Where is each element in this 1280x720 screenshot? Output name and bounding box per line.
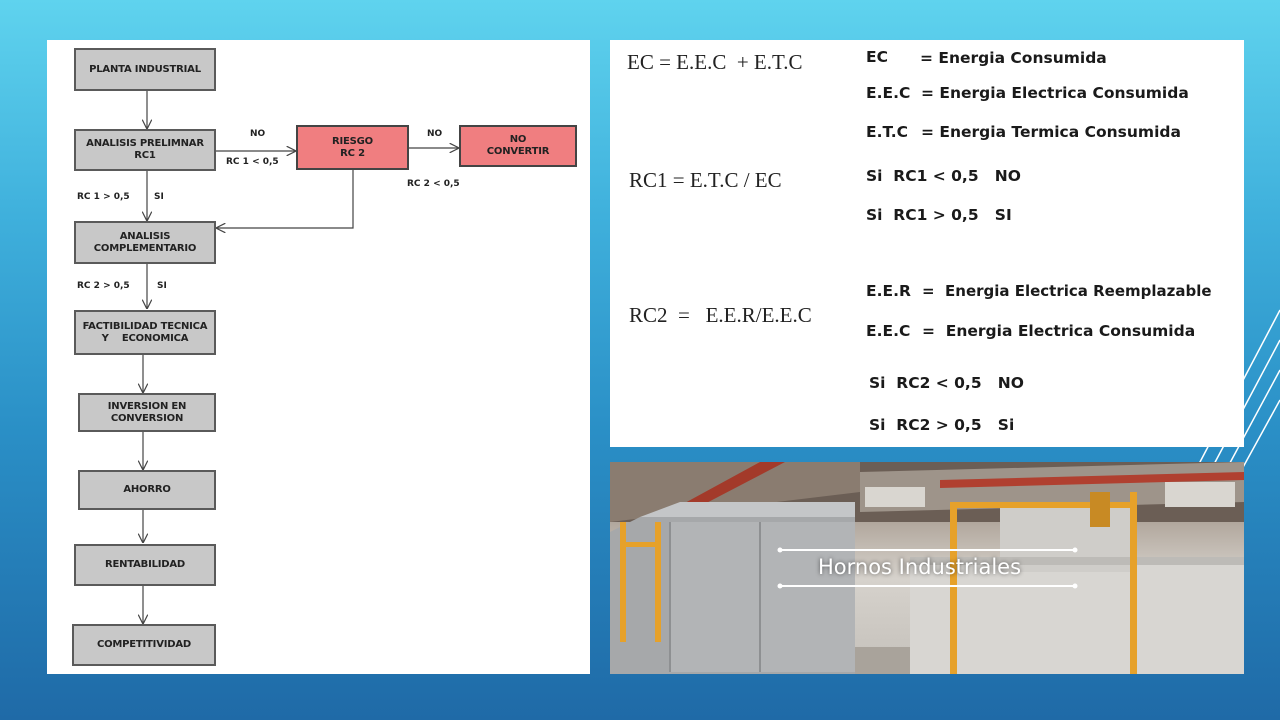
label-rc2-gt: RC 2 > 0,5	[77, 281, 130, 291]
def-rc1-gt: Si RC1 > 0,5 SI	[866, 206, 1012, 224]
def-eec2-text: = Energia Electrica Consumida	[922, 322, 1196, 340]
box-factibilidad: FACTIBILIDAD TECNICA Y ECONOMICA	[74, 310, 216, 355]
box-inversion-line1: INVERSION EN	[107, 400, 187, 412]
box-factibilidad-line1: FACTIBILIDAD TECNICA	[82, 320, 208, 332]
formula-ec: EC = E.E.C + E.T.C	[627, 50, 803, 74]
label-no-1: NO	[250, 129, 266, 139]
def-eec-term: E.E.C	[866, 84, 911, 102]
label-rc2-lt: RC 2 < 0,5	[407, 179, 460, 189]
box-no-convertir-line1: NO	[509, 134, 527, 145]
def-etc-text: = Energia Termica Consumida	[921, 123, 1181, 141]
def-rc2-gt: Si RC2 > 0,5 Si	[869, 416, 1015, 434]
arrow-riesgo-complementario	[217, 170, 354, 228]
box-riesgo-line1: RIESGO	[332, 135, 373, 147]
box-riesgo-line2: RC 2	[340, 147, 365, 159]
def-ec-term: EC	[866, 48, 888, 66]
box-riesgo: RIESGO RC 2	[296, 125, 409, 170]
box-competitividad-text: COMPETITIVIDAD	[96, 639, 192, 650]
formula-panel: EC = E.E.C + E.T.C RC1 = E.T.C / EC RC2 …	[610, 40, 1244, 447]
box-complementario-line2: COMPLEMENTARIO	[93, 242, 197, 254]
label-rc1-gt: RC 1 > 0,5	[77, 192, 130, 202]
box-competitividad: COMPETITIVIDAD	[72, 624, 216, 666]
label-si-1: SI	[154, 192, 164, 202]
formula-rc1: RC1 = E.T.C / EC	[629, 168, 782, 192]
box-factibilidad-line2: Y ECONOMICA	[101, 332, 189, 344]
box-no-convertir-line2: CONVERTIR	[486, 146, 550, 157]
box-rentabilidad-text: RENTABILIDAD	[104, 559, 186, 570]
def-eer-term: E.E.R	[866, 282, 911, 300]
box-ahorro: AHORRO	[78, 470, 216, 510]
box-ahorro-text: AHORRO	[123, 484, 171, 495]
box-complementario-line1: ANALISIS	[119, 230, 171, 242]
ovens-illustration	[610, 462, 1244, 674]
label-no-2: NO	[427, 129, 443, 139]
box-inversion: INVERSION EN CONVERSION	[78, 393, 216, 432]
photo-caption: Hornos Industriales	[818, 555, 1022, 579]
industrial-ovens-photo: Hornos Industriales	[610, 462, 1244, 674]
label-si-2: SI	[157, 281, 167, 291]
def-eec2-term: E.E.C	[866, 322, 911, 340]
def-eer-text: = Energia Electrica Reemplazable	[922, 282, 1212, 300]
box-analisis-preliminar-line1: ANALISIS PRELIMNAR	[86, 138, 204, 149]
def-eec-text: = Energia Electrica Consumida	[921, 84, 1189, 102]
box-planta-industrial: PLANTA INDUSTRIAL	[74, 48, 216, 91]
box-analisis-complementario: ANALISIS COMPLEMENTARIO	[74, 221, 216, 264]
label-rc1-lt: RC 1 < 0,5	[226, 157, 279, 167]
box-analisis-preliminar: ANALISIS PRELIMNAR RC1	[74, 129, 216, 171]
def-rc2-lt: Si RC2 < 0,5 NO	[869, 374, 1024, 392]
box-analisis-preliminar-line2: RC1	[134, 150, 156, 161]
box-rentabilidad: RENTABILIDAD	[74, 544, 216, 586]
formula-rc2: RC2 = E.E.R/E.E.C	[629, 303, 812, 327]
def-etc-term: E.T.C	[866, 123, 908, 141]
box-no-convertir: NO CONVERTIR	[459, 125, 577, 167]
def-ec-text: = Energia Consumida	[920, 49, 1107, 67]
box-planta-text: PLANTA INDUSTRIAL	[89, 63, 201, 75]
flowchart-panel: PLANTA INDUSTRIAL ANALISIS PRELIMNAR RC1…	[47, 40, 590, 674]
box-inversion-line2: CONVERSION	[110, 412, 184, 424]
flowchart-connectors	[47, 91, 590, 674]
def-rc1-lt: Si RC1 < 0,5 NO	[866, 167, 1021, 185]
